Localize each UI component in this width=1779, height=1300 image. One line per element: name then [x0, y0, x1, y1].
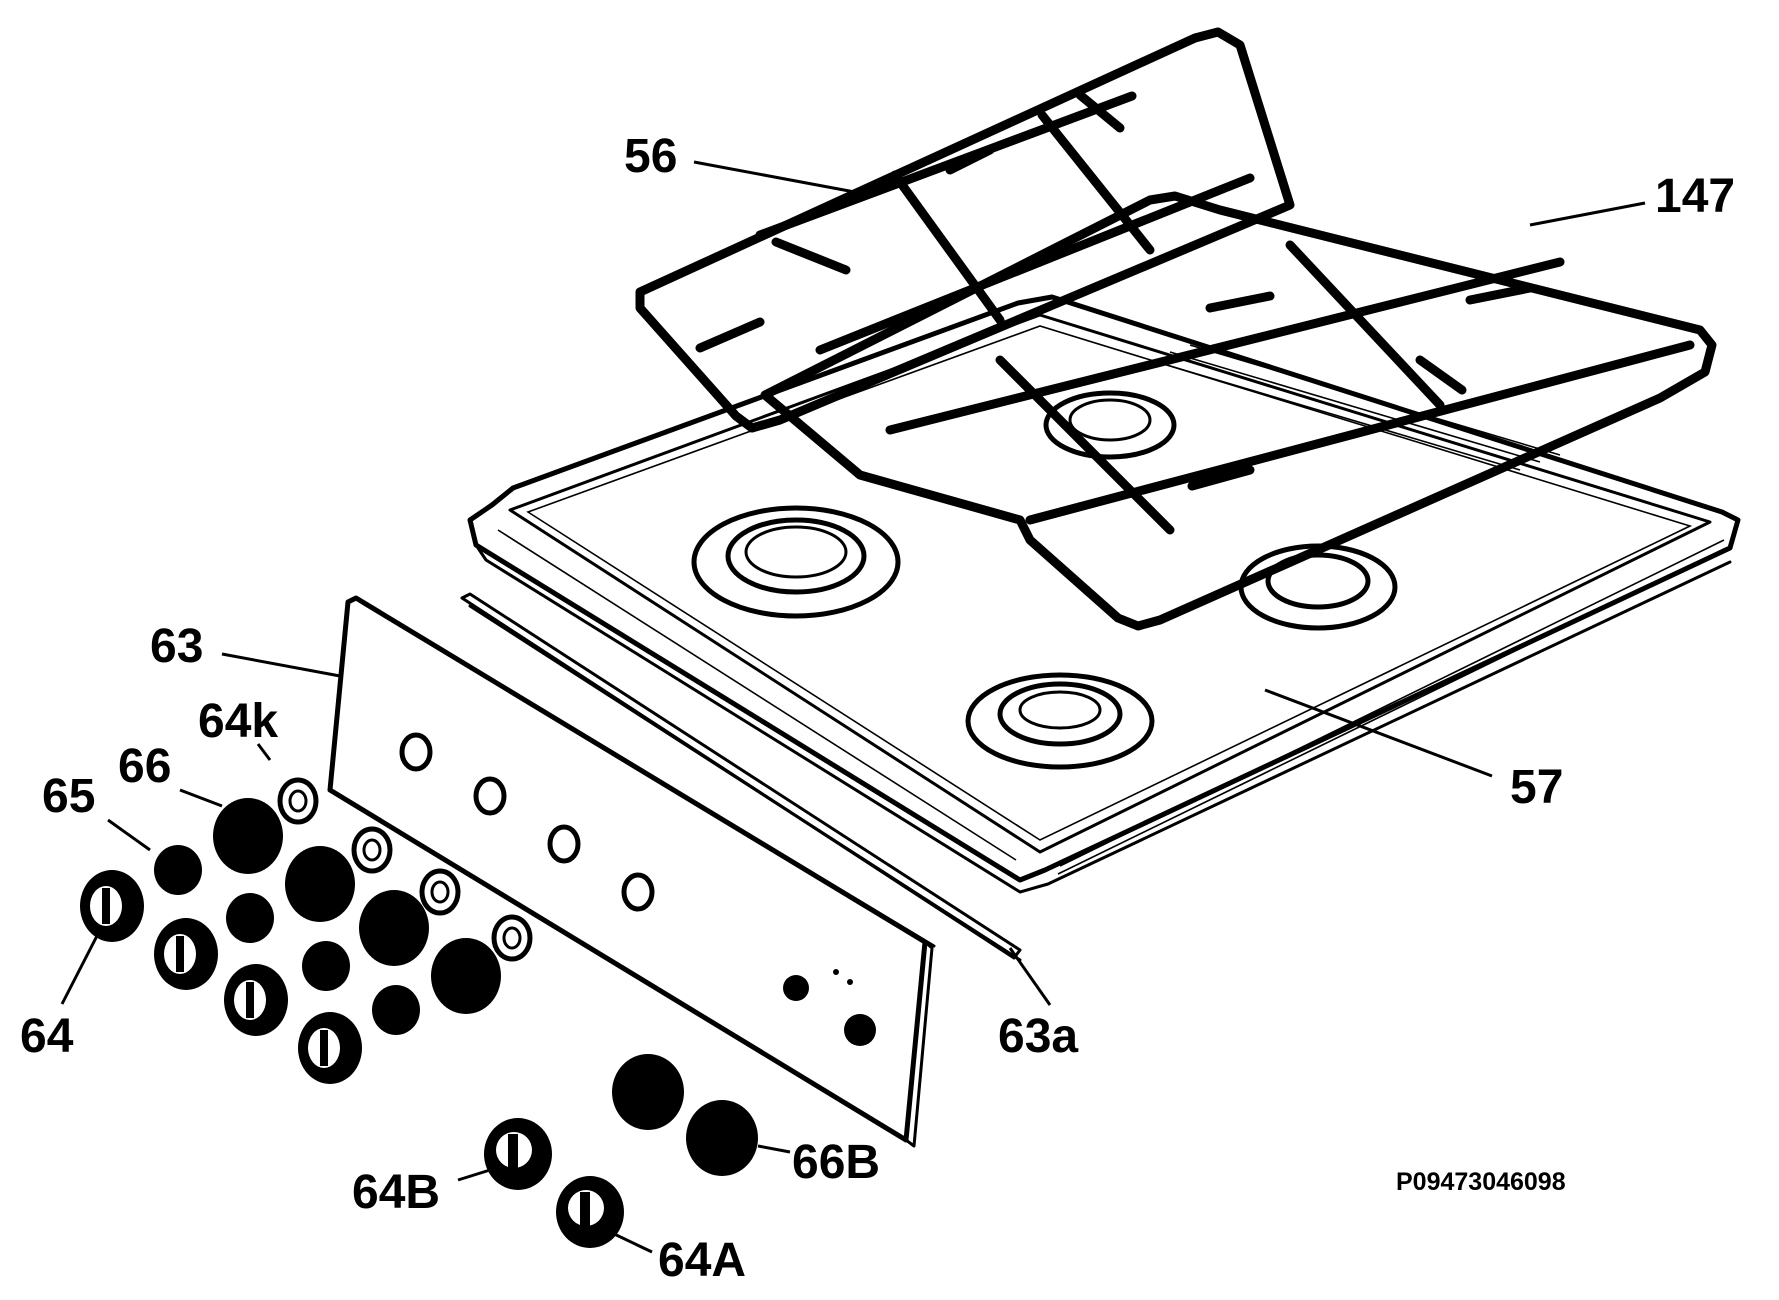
- bezel-64k-group: [277, 777, 533, 962]
- washer-66-group: [213, 798, 501, 1014]
- burner-front: [965, 672, 1155, 770]
- label-63: 63: [150, 620, 203, 673]
- spacer-65-group: [154, 845, 420, 1035]
- label-63a: 63a: [998, 1010, 1078, 1063]
- leader-lines: [60, 160, 1646, 1254]
- burner-right: [1238, 543, 1398, 631]
- pan-support-147: [760, 191, 1717, 631]
- label-64b: 64B: [352, 1166, 440, 1219]
- burner-back-middle: [1043, 390, 1177, 460]
- pan-support-56: [635, 27, 1295, 433]
- reference-code: P09473046098: [1396, 1168, 1566, 1196]
- label-65: 65: [42, 770, 95, 823]
- burner-left: [691, 505, 901, 619]
- label-64: 64: [20, 1010, 74, 1063]
- callout-labels: 56 147 57 63 63a 64k 66 65 64 66B 64B 64…: [20, 130, 1735, 1287]
- label-57: 57: [1510, 761, 1563, 814]
- control-panel-63: [327, 595, 936, 1148]
- label-64k: 64k: [198, 695, 278, 748]
- label-147: 147: [1655, 170, 1735, 223]
- knob-64b: [484, 1118, 552, 1190]
- knob-set: [80, 777, 758, 1248]
- knob-64a: [556, 1176, 624, 1248]
- trim-strip-63a: [460, 592, 1022, 962]
- washer-66b-group: [612, 1054, 758, 1176]
- label-66b: 66B: [792, 1136, 880, 1189]
- knob-64-group: [80, 870, 362, 1084]
- label-56: 56: [624, 130, 677, 183]
- label-66: 66: [118, 740, 171, 793]
- label-64a: 64A: [658, 1234, 746, 1287]
